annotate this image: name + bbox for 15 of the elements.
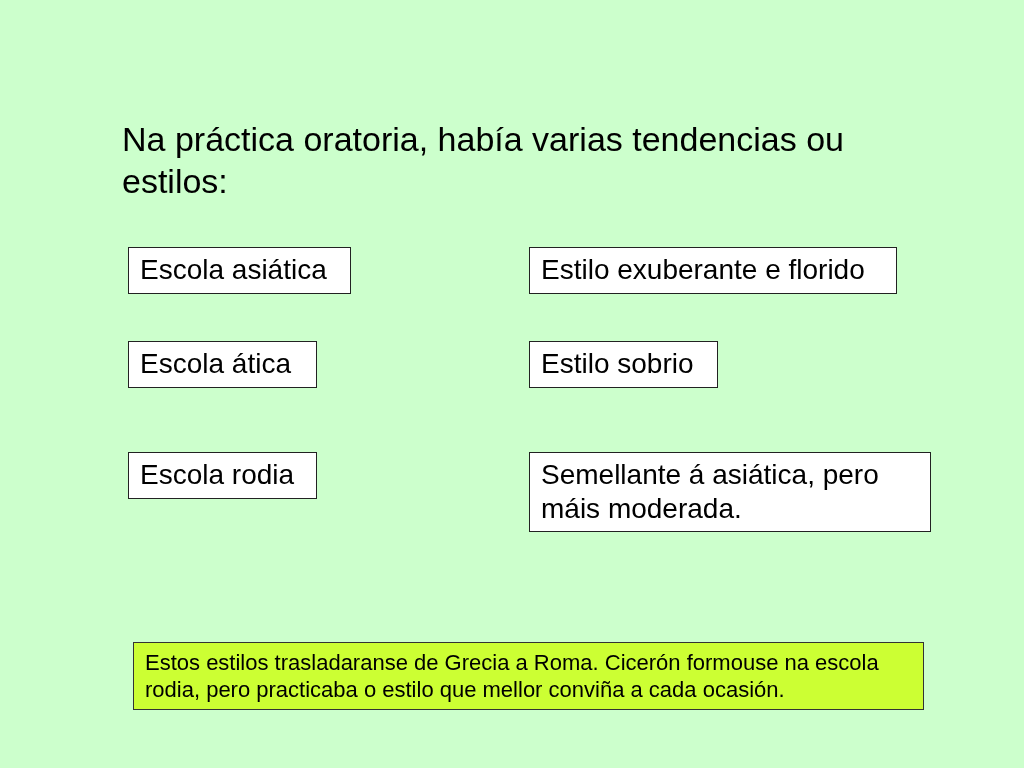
label-text: Estilo exuberante e florido bbox=[541, 254, 865, 285]
label-text: Escola ática bbox=[140, 348, 291, 379]
label-box bbox=[128, 452, 317, 499]
label-box bbox=[529, 341, 718, 388]
label-box bbox=[529, 452, 931, 532]
slide-title: Na práctica oratoria, había varias tendencias ou estilos: bbox=[122, 119, 845, 202]
label-text: Estilo sobrio bbox=[541, 348, 694, 379]
label-box bbox=[128, 341, 317, 388]
label-box bbox=[529, 247, 897, 294]
label-text: Escola asiática bbox=[140, 254, 327, 285]
label-box bbox=[128, 247, 351, 294]
label-text: Semellante á asiática, pero máis moderada. bbox=[541, 459, 879, 524]
note-box bbox=[133, 642, 924, 710]
note-text: Estos estilos trasladaranse de Grecia a Roma. Cicerón formouse na escola rodia, pero practicaba o estilo que mellor conviña a cada ocasión. bbox=[145, 650, 879, 702]
label-text: Escola rodia bbox=[140, 459, 295, 490]
